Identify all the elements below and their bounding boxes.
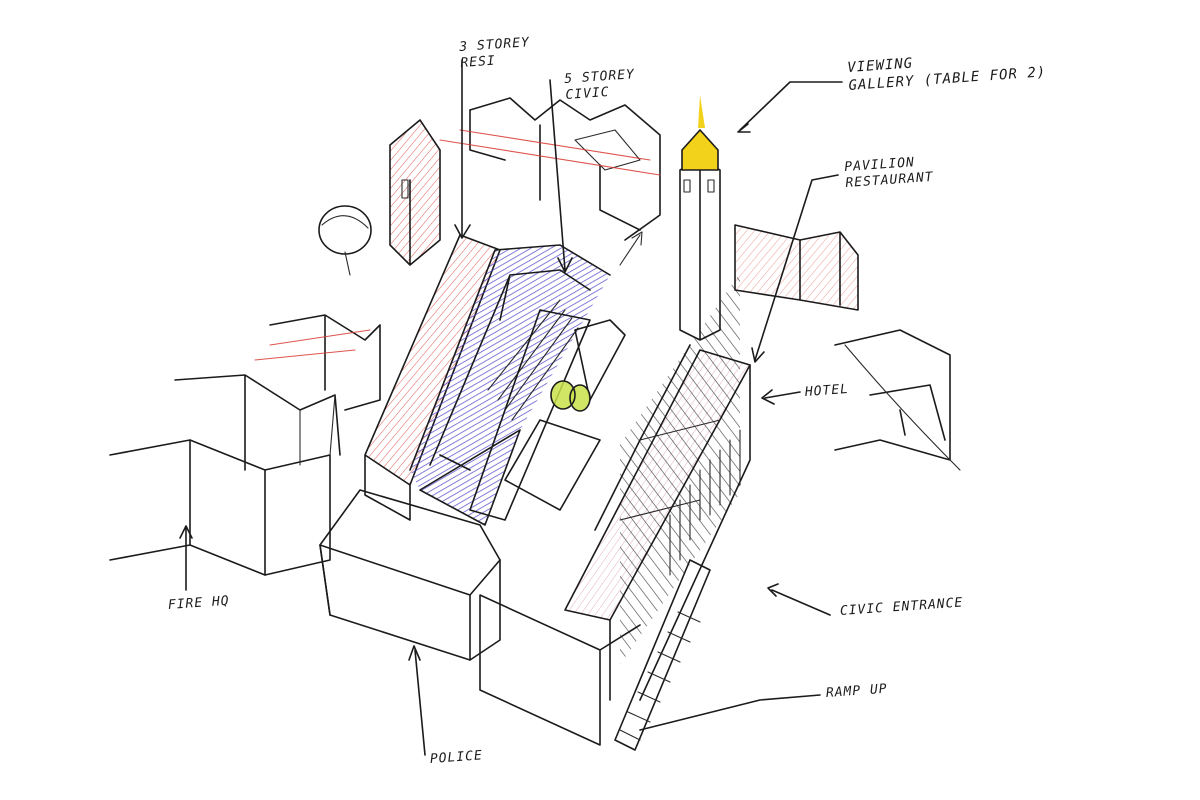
- arrow-hotel: [761, 389, 801, 405]
- label-resi: 3 STOREY RESI: [459, 35, 532, 72]
- arrow-ramp: [639, 694, 821, 731]
- context-buildings-top: [439, 97, 661, 241]
- arrow-gallery: [737, 81, 843, 133]
- label-hotel: HOTEL: [804, 381, 850, 400]
- arrow-axis: [619, 231, 643, 266]
- civic-courtyard-block: [409, 244, 611, 526]
- arrow-police: [408, 645, 426, 756]
- context-gable-building: [389, 119, 441, 266]
- arrow-fire: [179, 525, 193, 591]
- arrow-civic-entrance: [767, 583, 831, 616]
- hotel-block: [564, 273, 751, 701]
- hotel-facade-hatch: [669, 429, 741, 576]
- courtyard-inner-blocks: [504, 319, 626, 511]
- leader-lines: [179, 59, 843, 756]
- context-buildings-right: [734, 224, 961, 471]
- tree-sketch: [318, 205, 372, 276]
- police-block: [319, 489, 641, 746]
- courtyard-trees: [550, 380, 591, 412]
- context-buildings-left: [109, 314, 381, 576]
- label-pavilion: PAVILION RESTAURANT: [844, 154, 934, 193]
- arrow-civic: [549, 79, 573, 273]
- arrow-resi: [454, 59, 471, 239]
- arrow-pavilion: [751, 174, 839, 363]
- label-civic: 5 STOREY CIVIC: [564, 67, 637, 104]
- viewing-tower: [679, 95, 721, 341]
- ramp: [614, 559, 711, 751]
